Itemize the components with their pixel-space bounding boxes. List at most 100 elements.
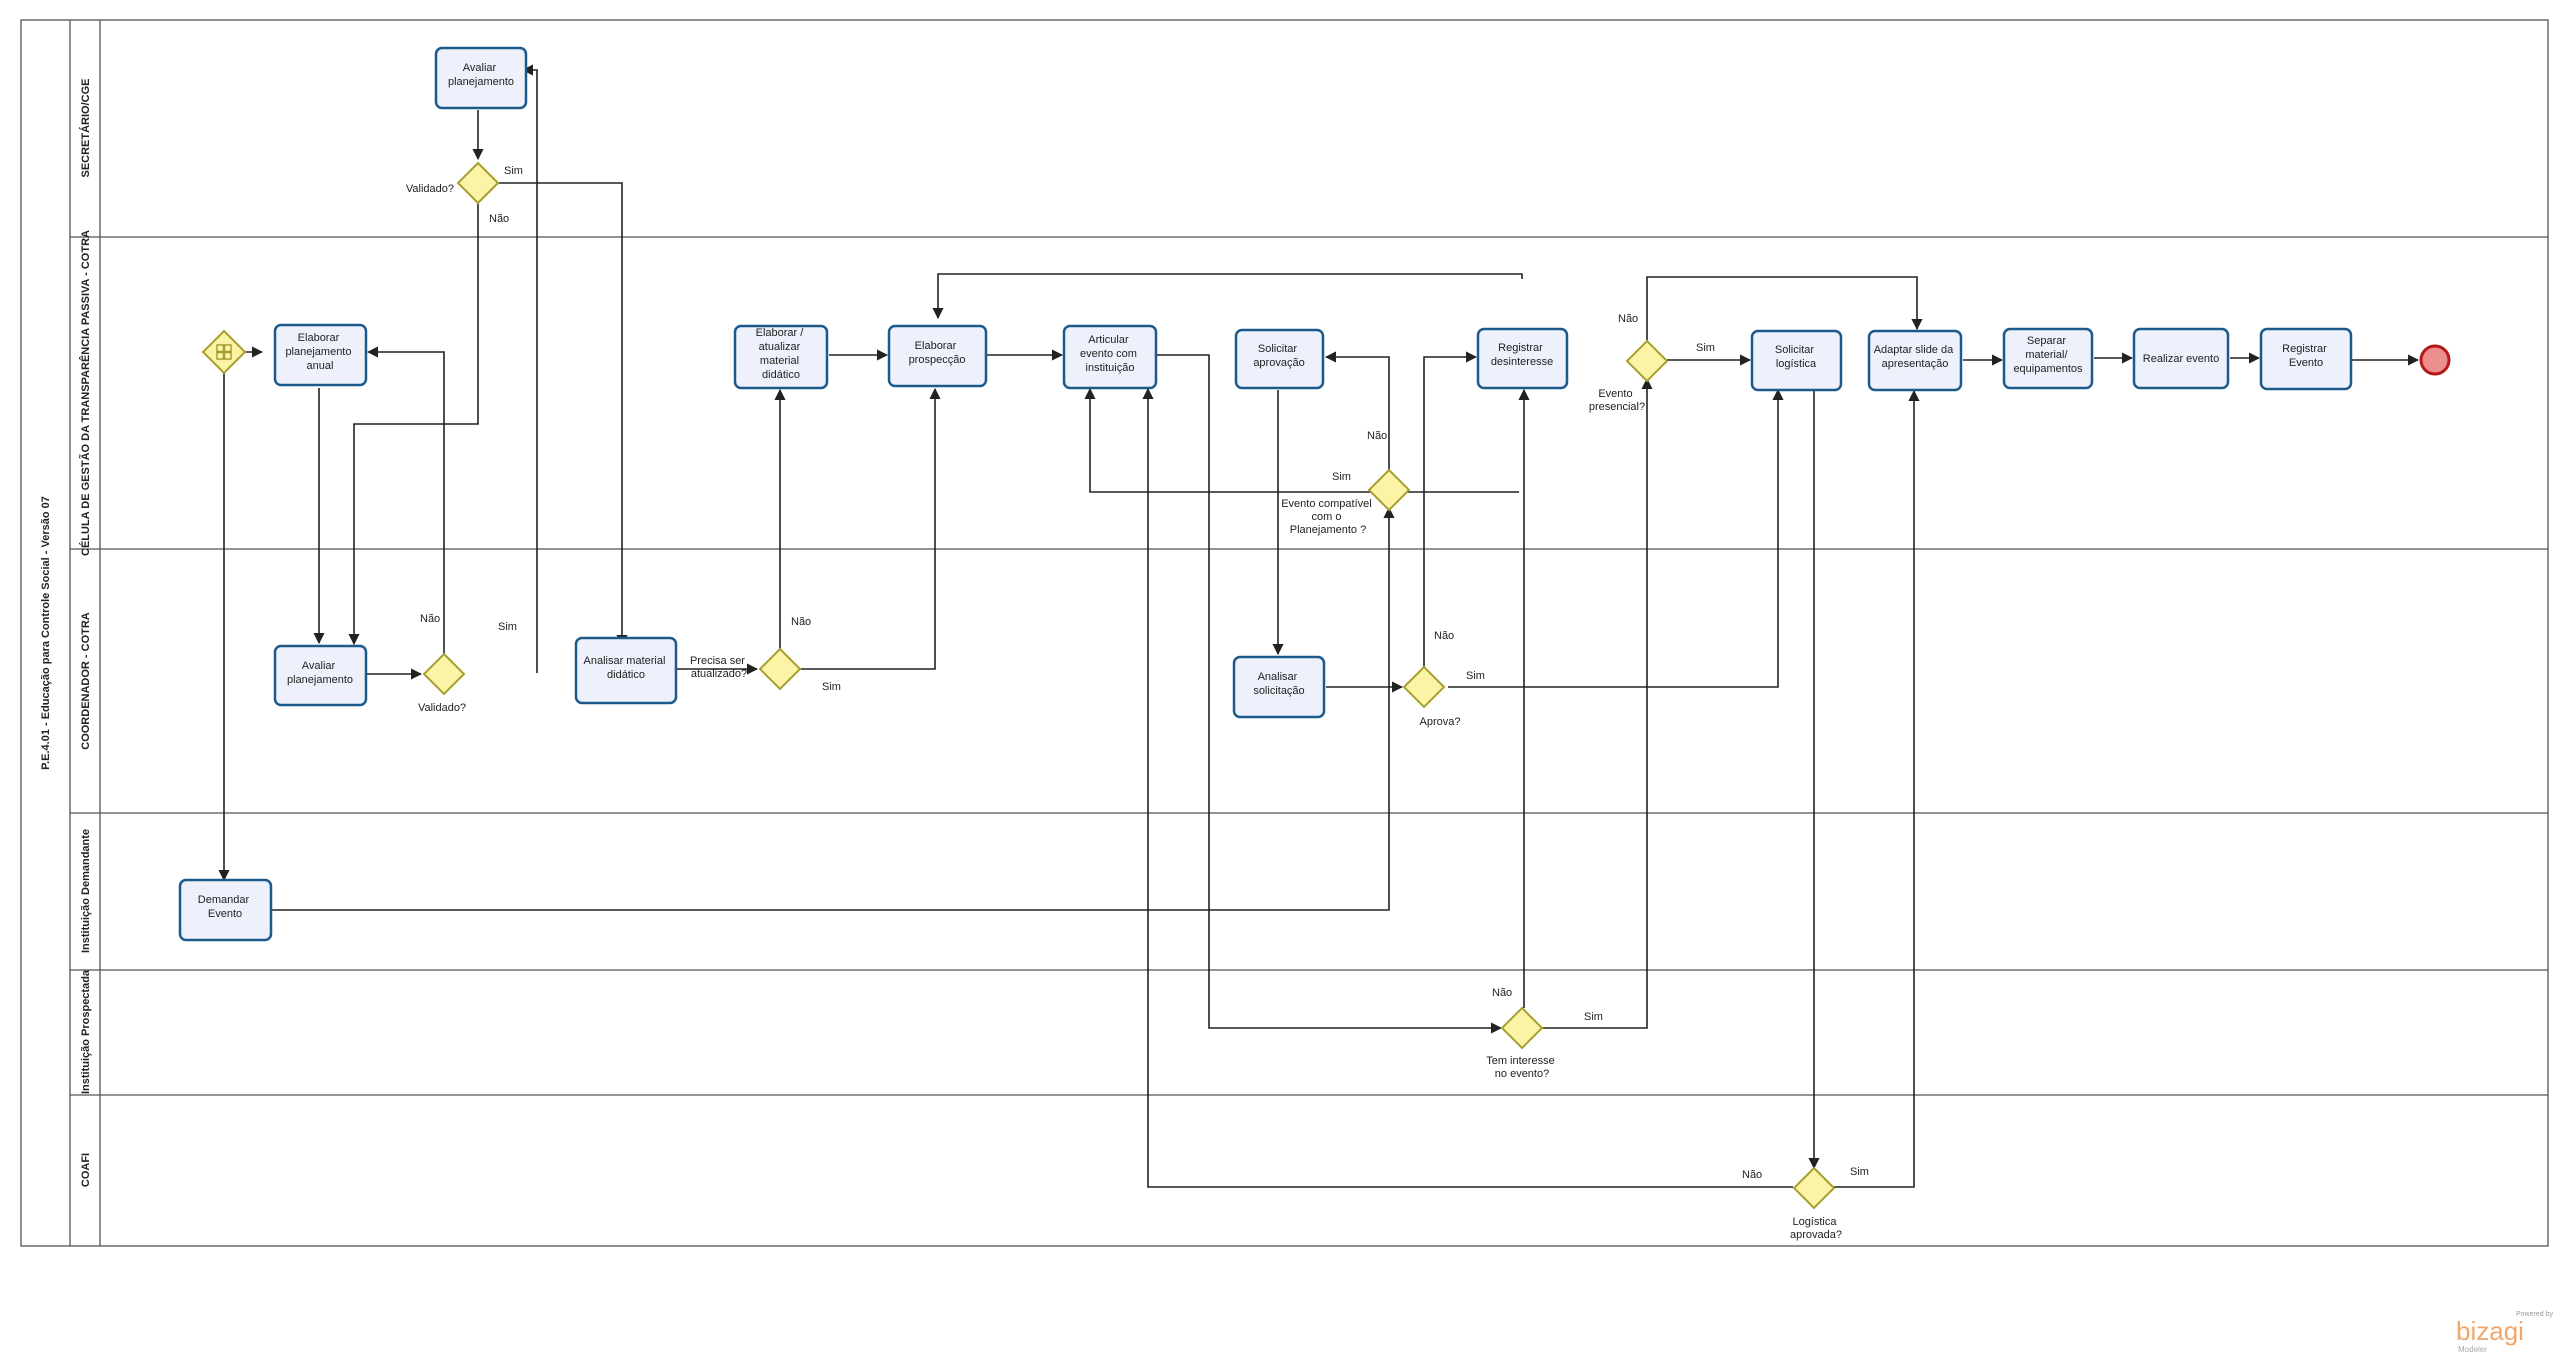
task-separar-material[interactable]: Separar material/ equipamentos: [2002, 327, 2094, 390]
gateway-precisa-atualizar[interactable]: Precisa ser atualizado?: [690, 647, 802, 691]
lane-coordenador: COORDENADOR - COTRA: [80, 612, 92, 750]
task-solicitar-aprovacao[interactable]: Solicitar aprovação: [1234, 328, 1325, 390]
task-label-line: Evento: [208, 908, 242, 920]
task-label-line: equipamentos: [2013, 363, 2083, 375]
task-demandar-evento[interactable]: Demandar Evento: [178, 878, 273, 942]
task-label-line: solicitação: [1253, 685, 1304, 697]
svg-text:Solicitar aprovação: Solicitar aprovação: [1253, 343, 1304, 369]
task-label-line: instituição: [1086, 362, 1135, 374]
task-label-line: material/: [2025, 349, 2068, 361]
flow-label-nao: Não: [420, 613, 440, 625]
brand-powered-by: Powered by: [2516, 1311, 2553, 1318]
gateway-label: Planejamento ?: [1290, 524, 1366, 536]
task-label-line: Articular: [1088, 334, 1129, 346]
task-realizar-evento[interactable]: Realizar evento: [2132, 327, 2230, 390]
svg-text:Solicitar logística: Solicitar logística: [1775, 344, 1817, 370]
gateway-validado-sec[interactable]: Validado?: [406, 161, 500, 205]
gateway-evento-compativel[interactable]: Evento compatível com o Planejamento ?: [1281, 468, 1411, 536]
plus-icon: [216, 344, 232, 360]
task-registrar-desinteresse[interactable]: Registrar desinteresse: [1476, 327, 1569, 390]
task-analisar-solicitacao[interactable]: Analisar solicitação: [1232, 655, 1326, 719]
lane-coafi: COAFI: [80, 1153, 92, 1187]
task-registrar-evento[interactable]: Registrar Evento: [2259, 327, 2353, 391]
gateway-logistica-aprovada[interactable]: Logística aprovada?: [1790, 1166, 1842, 1241]
task-label-line: material: [760, 355, 799, 367]
flow-label-sim: Sim: [1332, 471, 1351, 483]
task-label-line: didático: [607, 669, 645, 681]
flow-label-sim: Sim: [822, 681, 841, 693]
flow-label-sim: Sim: [504, 165, 523, 177]
gateway-tem-interesse[interactable]: Tem interesse no evento?: [1486, 1006, 1558, 1080]
brand-product: Modeler: [2458, 1345, 2487, 1354]
gateway-label: aprovada?: [1790, 1229, 1842, 1241]
lane-celula: CÉLULA DE GESTÃO DA TRANSPARÊNCIA PASSIV…: [79, 230, 92, 556]
lane-instituicao-prospectada: Instituição Prospectada: [80, 969, 92, 1094]
gateway-label: Validado?: [406, 183, 454, 195]
svg-text:Logística aprovada?: Logística aprovada?: [1790, 1216, 1842, 1241]
flow-label-sim: Sim: [498, 621, 517, 633]
svg-text:Evento presencial?: Evento presencial?: [1589, 388, 1645, 413]
svg-text:Demandar Evento: Demandar Evento: [198, 894, 252, 920]
task-label-line: anual: [307, 360, 334, 372]
svg-text:Precisa ser atualizado?: Precisa ser atualizado?: [690, 655, 748, 680]
task-label-line: Demandar: [198, 894, 250, 906]
gateway-label: atualizado?: [691, 668, 747, 680]
flow-label-nao: Não: [1618, 313, 1638, 325]
task-avaliar-planejamento-coord[interactable]: Avaliar planejamento: [273, 644, 368, 707]
flow-label-nao: Não: [1367, 430, 1387, 442]
task-label-line: apresentação: [1882, 358, 1949, 370]
end-event[interactable]: [2419, 344, 2451, 376]
task-adaptar-slide[interactable]: Adaptar slide da apresentação: [1867, 329, 1963, 392]
task-label-line: planejamento: [448, 76, 514, 88]
flow-label-sim: Sim: [1850, 1166, 1869, 1178]
gateway-label: Evento: [1598, 388, 1632, 400]
task-avaliar-planejamento-sec[interactable]: Avaliar planejamento: [434, 46, 528, 110]
gateway-validado-coord[interactable]: Validado?: [418, 652, 466, 714]
gateway-label: Evento compatível: [1281, 498, 1372, 510]
task-label-line: Analisar material: [584, 655, 666, 667]
svg-text:Avaliar planejamento: Avaliar planejamento: [448, 62, 514, 88]
task-label-line: Separar: [2027, 335, 2066, 347]
sequence-flows: [218, 64, 2420, 1188]
gateway-aprova[interactable]: Aprova?: [1402, 665, 1461, 728]
svg-text:Realizar evento: Realizar evento: [2143, 353, 2219, 365]
task-label-line: logística: [1776, 358, 1817, 370]
task-label-line: Adaptar slide da: [1874, 344, 1954, 356]
task-label-line: Solicitar: [1258, 343, 1297, 355]
flow-label-sim: Sim: [1696, 342, 1715, 354]
task-label-line: planejamento: [287, 674, 353, 686]
task-solicitar-logistica[interactable]: Solicitar logística: [1750, 329, 1843, 392]
gateway-evento-presencial[interactable]: Evento presencial?: [1589, 339, 1669, 413]
task-label-line: planejamento: [285, 346, 351, 358]
task-analisar-material-didatico[interactable]: Analisar material didático: [574, 636, 678, 705]
task-label-line: Elaborar: [298, 332, 340, 344]
svg-text:Avaliar planejamento: Avaliar planejamento: [287, 660, 353, 686]
task-articular-evento[interactable]: Articular evento com instituição: [1062, 324, 1158, 390]
flow-label-nao: Não: [489, 213, 509, 225]
gateway-label: Aprova?: [1420, 716, 1461, 728]
gateway-label: no evento?: [1495, 1068, 1549, 1080]
task-elaborar-planejamento-anual[interactable]: Elaborar planejamento anual: [273, 323, 368, 387]
svg-text:Evento compatível com o: Evento compatível com o Planejamento ?: [1281, 498, 1375, 536]
lane-secretario: SECRETÁRIO/CGE: [79, 78, 92, 177]
task-elaborar-prospeccao[interactable]: Elaborar prospecção: [887, 324, 988, 388]
task-label-line: aprovação: [1253, 357, 1304, 369]
task-label-line: desinteresse: [1491, 356, 1553, 368]
svg-text:Analisar solicitação: Analisar solicitação: [1253, 671, 1304, 697]
task-label-line: Elaborar: [915, 340, 957, 352]
task-label-line: Solicitar: [1775, 344, 1814, 356]
svg-text:Elaborar / atualizar: Elaborar / atualizar material didático: [756, 327, 807, 381]
start-event-parallel-gateway[interactable]: [201, 329, 247, 375]
svg-text:Registrar Evento: Registrar Evento: [2282, 343, 2330, 369]
pool: P.E.4.01 - Educação para Controle Social…: [20, 19, 2549, 1247]
task-label-line: Evento: [2289, 357, 2323, 369]
flow-label-nao: Não: [791, 616, 811, 628]
task-elaborar-atualizar-material[interactable]: Elaborar / atualizar material didático: [733, 324, 829, 390]
flow-labels: Sim Não Não Sim Não Sim Não Sim Não Sim …: [420, 165, 1869, 1181]
flow-label-nao: Não: [1434, 630, 1454, 642]
brand-name: bizagi: [2456, 1316, 2524, 1346]
gateway-label: presencial?: [1589, 401, 1645, 413]
gateway-label: Tem interesse: [1486, 1055, 1554, 1067]
task-label-line: Registrar: [1498, 342, 1543, 354]
